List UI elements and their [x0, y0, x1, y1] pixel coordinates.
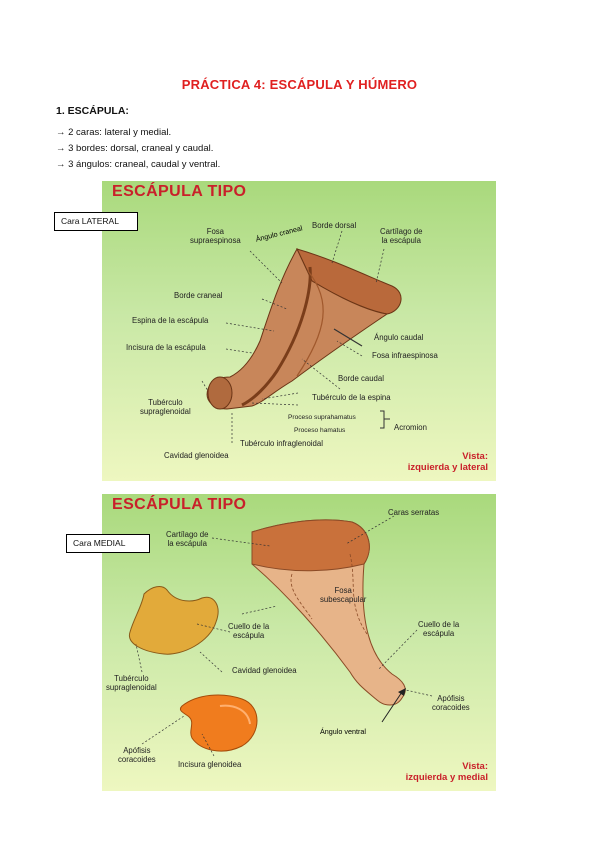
label-apofisis-coracoides-1: Apófisis coracoides	[118, 746, 156, 764]
label-fosa-subescapular: Fosa subescapular	[320, 586, 367, 604]
view-note: Vista: izquierda y lateral	[407, 451, 488, 473]
bullet-list: → 2 caras: lateral y medial. → 3 bordes:…	[56, 125, 220, 173]
label-cavidad-glenoidea-medial: Cavidad glenoidea	[232, 666, 297, 675]
angle-note: Ángulo ventral	[320, 727, 366, 736]
medial-cartilage-shape	[251, 519, 370, 572]
page-title: PRÁCTICA 4: ESCÁPULA Y HÚMERO	[181, 77, 418, 92]
label-acromion: Acromion	[394, 423, 427, 432]
label-borde-craneal: Borde craneal	[174, 291, 223, 300]
glenoid-bone-shape	[128, 586, 219, 655]
label-incisura: Incisura de la escápula	[126, 343, 206, 352]
glenoid-cavity-shape	[179, 694, 258, 752]
label-espina: Espina de la escápula	[132, 316, 209, 325]
face-tag-lateral: Cara LATERAL	[54, 212, 138, 231]
label-tuberculo-supraglenoidal: Tubérculo supraglenoidal	[140, 398, 191, 416]
scapula-medial-drawing	[128, 515, 433, 757]
label-caras-serratas: Caras serratas	[388, 508, 440, 517]
bullet-item: → 2 caras: lateral y medial.	[56, 127, 172, 138]
label-fosa-infraespinosa: Fosa infraespinosa	[372, 351, 438, 360]
label-tuberculo-espina: Tubérculo de la espina	[312, 393, 391, 402]
face-tag-medial: Cara MEDIAL	[66, 534, 150, 553]
view-note: Vista: izquierda y medial	[405, 761, 488, 783]
label-angulo-caudal: Ángulo caudal	[374, 333, 424, 342]
label-fosa-supraespinosa: Fosa supraespinosa	[190, 227, 241, 245]
label-borde-dorsal: Borde dorsal	[312, 221, 357, 230]
label-apofisis-coracoides-2: Apófisis coracoides	[432, 694, 470, 712]
glenoid-shape	[207, 376, 233, 410]
figure-heading: ESCÁPULA TIPO	[112, 496, 247, 513]
label-tuberculo-supraglenoidal-medial: Tubérculo supraglenoidal	[106, 674, 157, 692]
label-proceso-suprahamatus: Proceso suprahamatus	[288, 414, 356, 421]
scapula-medial-figure: ESCÁPULA TIPO Ángulo ventral Caras serra…	[102, 494, 496, 791]
label-cuello-1: Cuello de la escápula	[228, 622, 270, 640]
section-heading: 1. ESCÁPULA:	[56, 105, 129, 117]
label-incisura-glenoidea: Incisura glenoidea	[178, 760, 242, 769]
scapula-lateral-drawing	[201, 230, 402, 443]
label-cartilago-medial: Cartílago de la escápula	[166, 530, 209, 548]
label-tuberculo-infraglenoidal: Tubérculo infraglenoidal	[240, 439, 323, 448]
label-cartilago: Cartílago de la escápula	[380, 227, 423, 245]
scapula-spine-shape	[241, 266, 312, 407]
scapula-lateral-figure: ESCÁPULA TIPO Ángulo craneal Fosa suprae…	[102, 181, 496, 481]
label-proceso-hamatus: Proceso hamatus	[294, 427, 346, 434]
label-cuello-2: Cuello de la escápula	[418, 620, 460, 638]
label-cavidad-glenoidea: Cavidad glenoidea	[164, 451, 229, 460]
label-borde-caudal: Borde caudal	[338, 374, 384, 383]
bullet-item: → 3 ángulos: craneal, caudal y ventral.	[56, 159, 221, 170]
figure-heading: ESCÁPULA TIPO	[112, 183, 247, 200]
bullet-item: → 3 bordes: dorsal, craneal y caudal.	[56, 143, 214, 154]
